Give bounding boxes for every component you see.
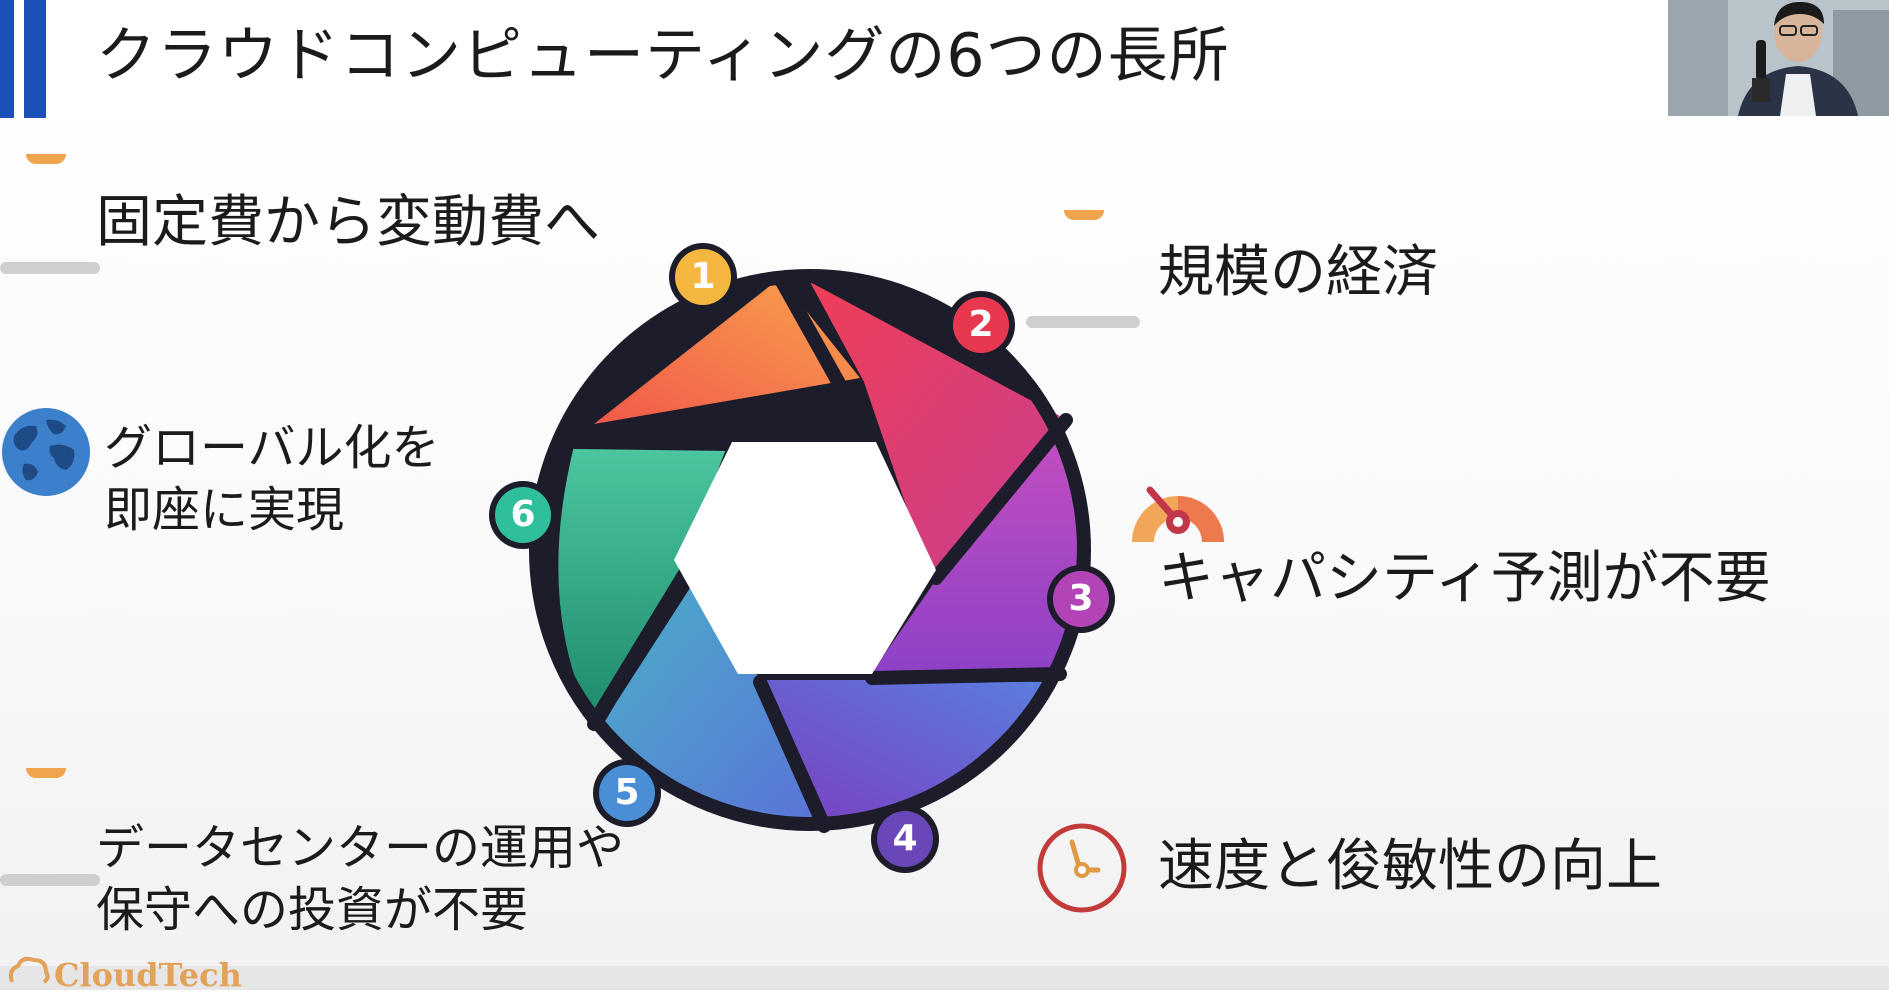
advantage-4-label: 速度と俊敏性の向上 <box>1158 834 1662 899</box>
title-bar: クラウドコンピューティングの6つの長所 <box>0 0 1889 118</box>
connector-line <box>0 262 100 274</box>
badge-6-number: 6 <box>510 494 536 535</box>
aperture-blade-4 <box>766 680 1054 824</box>
badge-1-number: 1 <box>690 256 716 297</box>
badge-2-number: 2 <box>968 304 994 345</box>
decorative-fragment <box>26 768 66 778</box>
badge-3: 3 <box>1044 562 1118 636</box>
advantage-6-label-line-1: グローバル化を <box>104 420 440 476</box>
brand-name: CloudTech <box>54 956 242 994</box>
badge-4-number: 4 <box>892 818 918 859</box>
badge-5: 5 <box>590 756 664 830</box>
gauge-icon <box>1128 470 1228 550</box>
badge-4: 4 <box>868 802 942 876</box>
badge-3-number: 3 <box>1068 578 1094 619</box>
badge-6: 6 <box>486 478 560 552</box>
decorative-fragment <box>1064 210 1104 220</box>
badge-1: 1 <box>666 240 740 314</box>
decorative-fragment <box>26 154 66 164</box>
aperture-blade-3 <box>872 426 1078 672</box>
aperture-blade-6 <box>558 444 728 716</box>
page-title: クラウドコンピューティングの6つの長所 <box>96 21 1230 91</box>
connector-line <box>0 874 100 886</box>
title-accent-bar <box>0 0 14 118</box>
advantage-2-label: 規模の経済 <box>1158 240 1438 305</box>
aperture-blade-2 <box>810 282 1060 576</box>
badge-2: 2 <box>944 288 1018 362</box>
advantage-1-label: 固定費から変動費へ <box>96 190 600 255</box>
badge-5-number: 5 <box>614 772 640 813</box>
aperture-diagram <box>480 220 1140 880</box>
connector-line <box>1026 316 1140 328</box>
clock-icon <box>1036 822 1128 914</box>
advantage-5-label-line-2: 保守への投資が不要 <box>96 882 529 938</box>
advantage-5-label-line-1: データセンターの運用や <box>96 820 625 876</box>
advantage-3-label: キャパシティ予測が不要 <box>1158 546 1771 611</box>
advantage-6-label-line-2: 即座に実現 <box>104 482 345 538</box>
title-accent-bar-secondary <box>24 0 46 118</box>
globe-icon <box>0 406 92 498</box>
brand-logo-icon <box>6 954 50 984</box>
video-progress-strip <box>0 966 1889 990</box>
presenter-webcam-video <box>1668 0 1889 116</box>
